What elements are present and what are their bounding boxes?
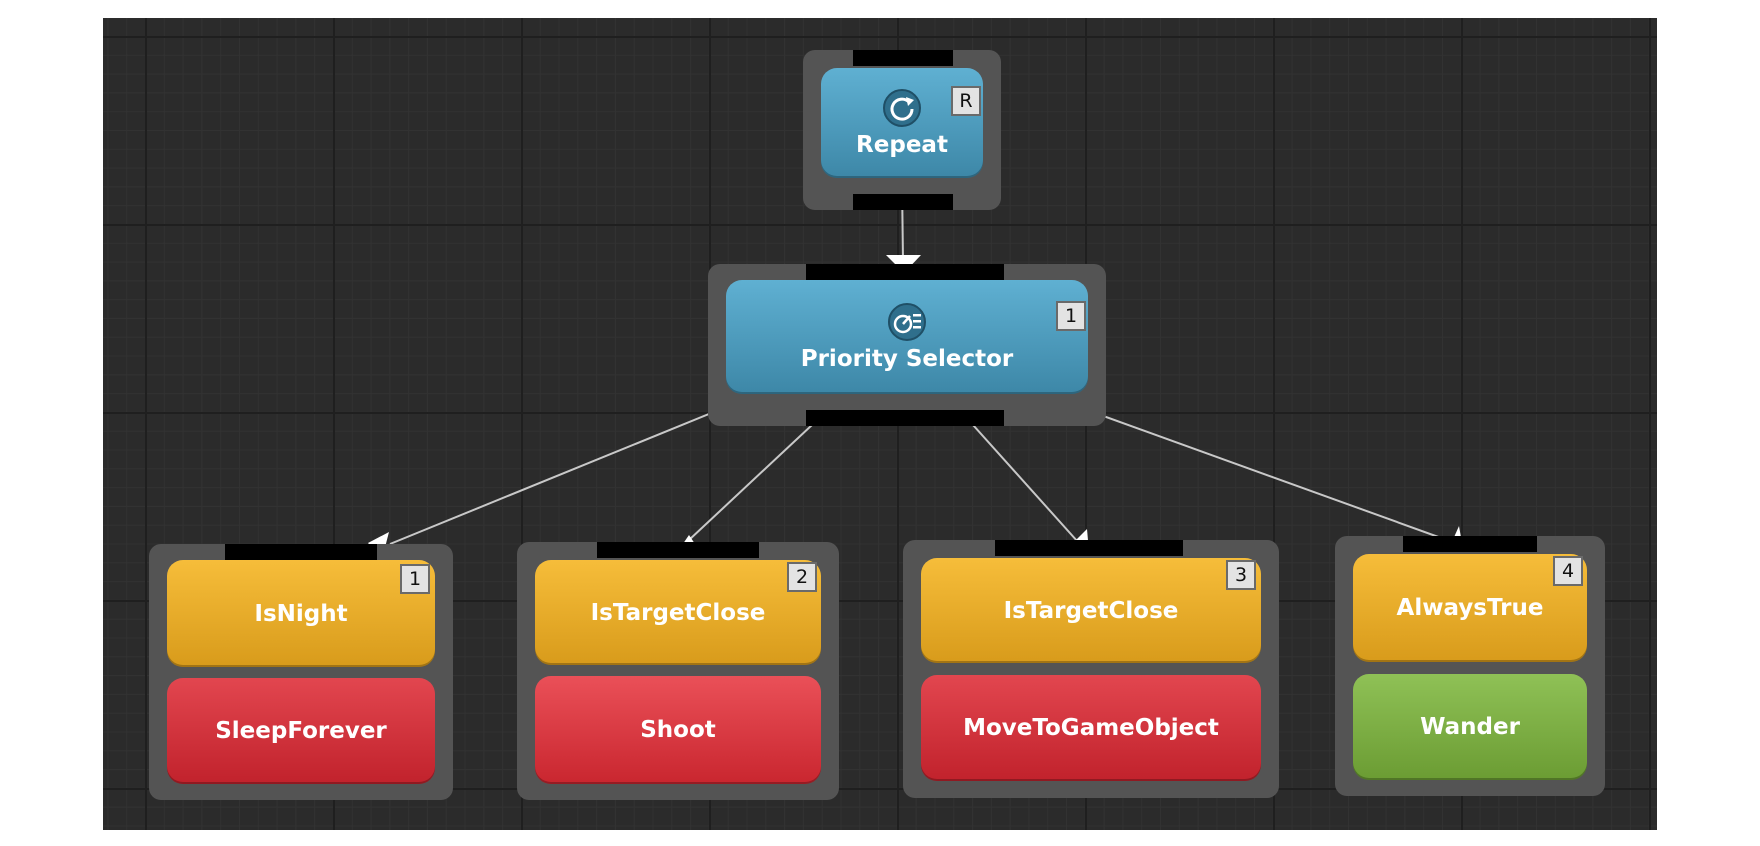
execution-order-badge: 3 bbox=[1226, 560, 1256, 590]
output-port[interactable] bbox=[806, 410, 1004, 426]
input-port[interactable] bbox=[995, 540, 1183, 556]
input-port[interactable] bbox=[597, 542, 759, 558]
priority-selector-node[interactable]: Priority Selector 1 bbox=[708, 264, 1106, 426]
task-label: MoveToGameObject bbox=[963, 715, 1219, 741]
repeat-icon bbox=[883, 89, 921, 127]
condition-task[interactable]: IsTargetClose bbox=[535, 560, 821, 665]
output-port[interactable] bbox=[853, 194, 953, 210]
condition-task[interactable]: AlwaysTrue bbox=[1353, 554, 1587, 662]
task-label: IsTargetClose bbox=[590, 599, 766, 626]
edge-selector-to-branch-1 bbox=[389, 395, 754, 545]
sequence-node-3[interactable]: IsTargetClose 3 MoveToGameObject bbox=[903, 540, 1279, 798]
condition-task[interactable]: IsNight bbox=[167, 560, 435, 667]
sequence-node-2[interactable]: IsTargetClose 2 Shoot bbox=[517, 542, 839, 800]
task-label: IsTargetClose bbox=[1003, 597, 1179, 624]
sequence-node-4[interactable]: AlwaysTrue 4 Wander bbox=[1335, 536, 1605, 796]
edge-selector-to-branch-4 bbox=[1047, 395, 1470, 549]
priority-selector-card[interactable]: Priority Selector bbox=[726, 280, 1088, 394]
repeat-card[interactable]: Repeat bbox=[821, 68, 983, 178]
repeat-node[interactable]: Repeat R bbox=[803, 50, 1001, 210]
priority-selector-icon bbox=[888, 303, 926, 341]
input-port[interactable] bbox=[853, 50, 953, 66]
execution-order-badge: 1 bbox=[400, 564, 430, 594]
execution-order-badge: 4 bbox=[1553, 556, 1583, 586]
input-port[interactable] bbox=[806, 264, 1004, 280]
sequence-node-1[interactable]: IsNight 1 SleepForever bbox=[149, 544, 453, 800]
node-label: Priority Selector bbox=[800, 346, 1014, 372]
task-label: Shoot bbox=[640, 717, 716, 743]
task-label: Wander bbox=[1420, 714, 1520, 740]
condition-task[interactable]: IsTargetClose bbox=[921, 558, 1261, 663]
input-port[interactable] bbox=[1403, 536, 1537, 552]
input-port[interactable] bbox=[225, 544, 377, 560]
task-label: IsNight bbox=[254, 600, 348, 627]
task-label: AlwaysTrue bbox=[1396, 595, 1544, 621]
execution-order-badge: R bbox=[951, 86, 981, 116]
action-task[interactable]: SleepForever bbox=[167, 678, 435, 784]
action-task[interactable]: MoveToGameObject bbox=[921, 675, 1261, 781]
node-label: Repeat bbox=[856, 132, 948, 158]
execution-order-badge: 2 bbox=[787, 562, 817, 592]
execution-order-badge: 1 bbox=[1056, 301, 1086, 331]
behavior-tree-canvas[interactable]: Repeat R Priority Selector 1 IsNight 1 bbox=[103, 18, 1657, 830]
action-task[interactable]: Shoot bbox=[535, 676, 821, 784]
action-task[interactable]: Wander bbox=[1353, 674, 1587, 780]
task-label: SleepForever bbox=[215, 718, 387, 744]
